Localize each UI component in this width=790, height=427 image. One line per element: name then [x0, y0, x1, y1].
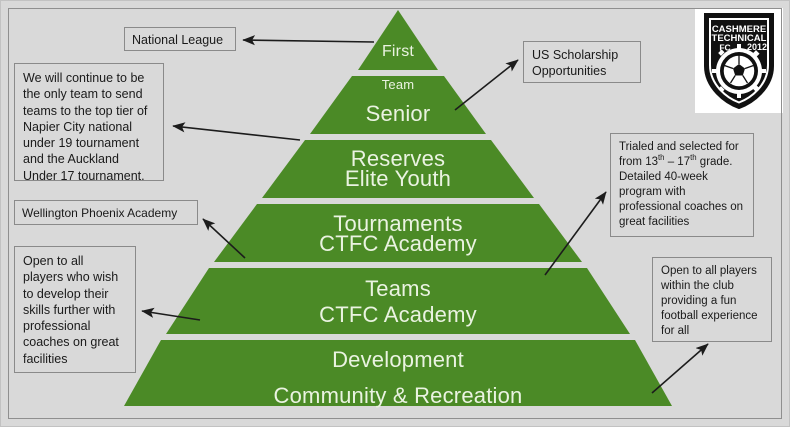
logo-text-line2: TECHNICAL: [712, 33, 767, 44]
callout-trialled-selected: Trialed and selected for from 13th – 17t…: [610, 133, 754, 237]
arrow-to-open-club: [651, 343, 709, 394]
pyramid-tier-academy-development: [166, 268, 630, 334]
trialled-ordinal-1: th: [658, 153, 665, 163]
club-logo: CASHMERE TECHNICAL FC 2012: [695, 8, 783, 113]
callout-us-scholarship: US Scholarship Opportunities: [523, 41, 641, 83]
pyramid-tier-academy-teams: [214, 204, 582, 262]
pyramid-tier-senior-reserves-shape: [310, 76, 486, 134]
logo-text-year: 2012: [747, 42, 767, 52]
trialled-text-prefix: Trialed and selected for from 13: [619, 141, 739, 168]
gear-teeth-icon: [712, 44, 766, 98]
soccer-ball-pentagon: [733, 64, 745, 76]
callout-open-to-all-develop: Open to all players who wish to develop …: [14, 246, 136, 373]
arrow-to-us-scholarship: [454, 59, 519, 111]
arrow-to-national-league: [242, 35, 375, 46]
callout-national-league: National League: [124, 27, 236, 51]
shield-inner-outline: [709, 18, 769, 104]
trialled-ordinal-2: th: [690, 153, 697, 163]
callout-open-to-all-club: Open to all players within the club prov…: [652, 257, 772, 342]
trialled-text-suffix: grade. Detailed 40-week program with pro…: [619, 155, 744, 228]
pyramid-tier-elite-youth: [262, 140, 534, 198]
pyramid-tier-community: [124, 340, 672, 406]
arrow-to-wellington-phoenix: [202, 218, 246, 259]
callout-wellington-phoenix-academy: Wellington Phoenix Academy: [14, 200, 198, 225]
arrow-to-napier: [172, 122, 301, 141]
pyramid-tier-first-team: [358, 10, 438, 70]
logo-text-line3: FC: [719, 43, 730, 53]
arrow-to-trialled: [544, 191, 607, 276]
logo-text-line1: CASHMERE: [712, 24, 766, 35]
trialled-text-mid: – 17: [664, 155, 691, 168]
arrow-to-open-develop: [141, 307, 201, 321]
callout-napier-tournaments: We will continue to be the only team to …: [14, 63, 164, 183]
soccer-ball-seams: [724, 55, 754, 84]
